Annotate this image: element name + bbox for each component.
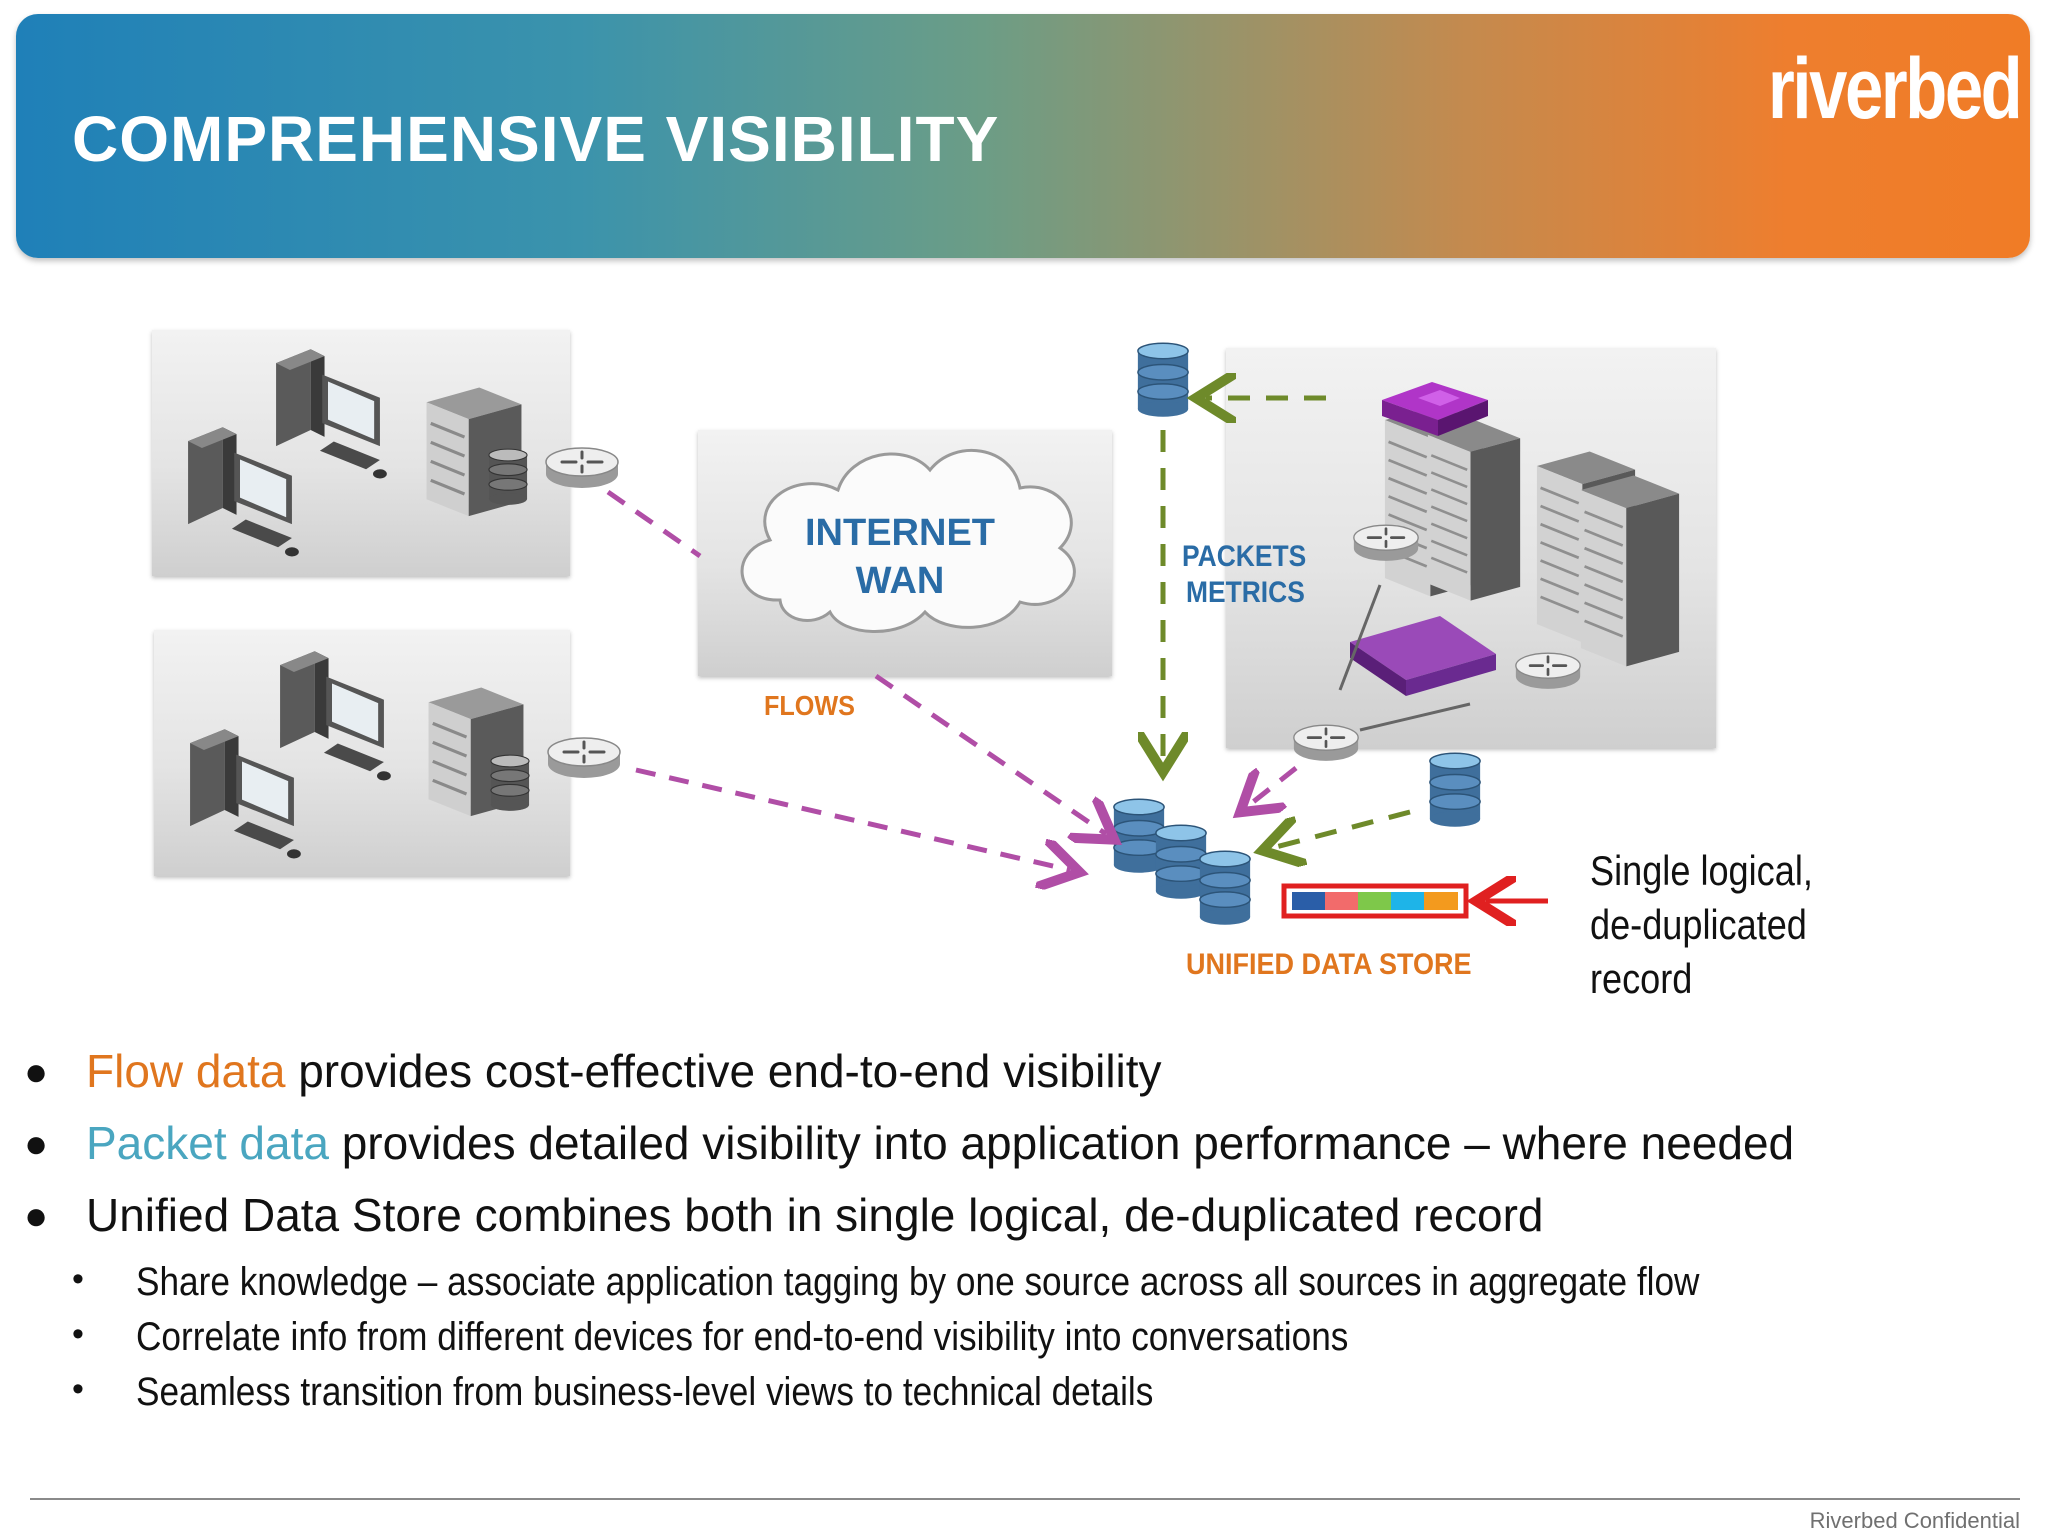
packet-database-icon <box>1137 342 1189 418</box>
confidential-footer: Riverbed Confidential <box>1809 1508 2020 1533</box>
sub-bullet-text: Seamless transition from business-level … <box>136 1370 1154 1414</box>
sub-bullet-dot: • <box>72 1370 84 1408</box>
unified-store-database-icon <box>1155 824 1207 900</box>
router-icon <box>544 446 620 490</box>
record-segment <box>1424 892 1458 910</box>
router-icon <box>1292 723 1360 763</box>
packet-data-highlight: Packet data <box>86 1117 329 1169</box>
router-icon <box>1514 651 1582 691</box>
bullet-text: Unified Data Store combines both in sing… <box>86 1189 1544 1241</box>
bullet-packet-data: ● Packet data provides detailed visibili… <box>24 1116 2014 1188</box>
record-segment <box>1325 892 1358 910</box>
header-banner <box>16 14 2030 258</box>
desktop-icon <box>190 729 301 859</box>
database-icon <box>490 754 530 812</box>
bullet-list: ● Flow data provides cost-effective end-… <box>24 1044 2014 1425</box>
record-note-line2: de-duplicated <box>1590 901 1807 948</box>
record-segment <box>1391 892 1424 910</box>
flow-arrow <box>874 673 1106 834</box>
appliance-purple-top-icon <box>1382 382 1488 436</box>
flow-data-highlight: Flow data <box>86 1045 286 1097</box>
cloud-icon <box>740 448 1076 633</box>
riverbed-logo: riverbed <box>1768 41 2023 137</box>
flow-arrow <box>606 489 702 559</box>
sub-bullet-seamless: • Seamless transition from business-leve… <box>24 1370 2014 1425</box>
desktop-icon <box>276 349 387 479</box>
flow-arrow <box>635 767 1070 870</box>
packet-arrow <box>1272 809 1411 848</box>
unified-store-database-icon <box>1199 850 1251 926</box>
server-rack-icon <box>1426 419 1522 603</box>
cloud-label-line2: WAN <box>855 560 945 602</box>
bullet-dot: ● <box>24 1194 49 1238</box>
bullet-dot: ● <box>24 1050 49 1094</box>
server-rack-icon <box>1579 474 1681 668</box>
record-segment <box>1358 892 1391 910</box>
sub-bullet-text: Share knowledge – associate application … <box>136 1260 1700 1304</box>
record-note-line1: Single logical, <box>1590 847 1813 894</box>
sub-bullet-correlate: • Correlate info from different devices … <box>24 1315 2014 1370</box>
sub-bullet-dot: • <box>72 1260 84 1298</box>
desktop-icon <box>188 427 299 557</box>
metrics-label: METRICS <box>1186 576 1305 609</box>
unified-data-store-label: UNIFIED DATA STORE <box>1186 948 1472 981</box>
cloud-label-line1: INTERNET <box>805 512 995 554</box>
sub-bullet-share-knowledge: • Share knowledge – associate applicatio… <box>24 1260 2014 1315</box>
router-icon <box>546 736 622 780</box>
bullet-dot: ● <box>24 1122 49 1166</box>
slide-title: COMPREHENSIVE VISIBILITY <box>72 103 1000 175</box>
record-note-line3: record <box>1590 955 1693 1002</box>
record-bar <box>1281 883 1469 919</box>
sub-bullet-text: Correlate info from different devices fo… <box>136 1315 1349 1359</box>
bullet-unified-store: ● Unified Data Store combines both in si… <box>24 1188 2014 1260</box>
record-note: Single logical, de-duplicated record <box>1590 844 1848 1006</box>
sub-bullet-dot: • <box>72 1315 84 1353</box>
bullet-text: provides detailed visibility into applic… <box>328 1117 1795 1169</box>
remote-database-icon <box>1429 752 1481 828</box>
desktop-icon <box>280 651 391 781</box>
packets-label: PACKETS <box>1182 540 1307 573</box>
bullet-flow-data: ● Flow data provides cost-effective end-… <box>24 1044 2014 1116</box>
appliance-purple-bottom-icon <box>1350 616 1496 696</box>
footer-divider <box>30 1498 2020 1500</box>
database-icon <box>488 448 528 506</box>
router-icon <box>1352 523 1420 563</box>
bullet-text: provides cost-effective end-to-end visib… <box>285 1045 1162 1097</box>
record-segment <box>1292 892 1325 910</box>
flows-label: FLOWS <box>764 690 855 721</box>
flow-arrow <box>1248 766 1298 806</box>
